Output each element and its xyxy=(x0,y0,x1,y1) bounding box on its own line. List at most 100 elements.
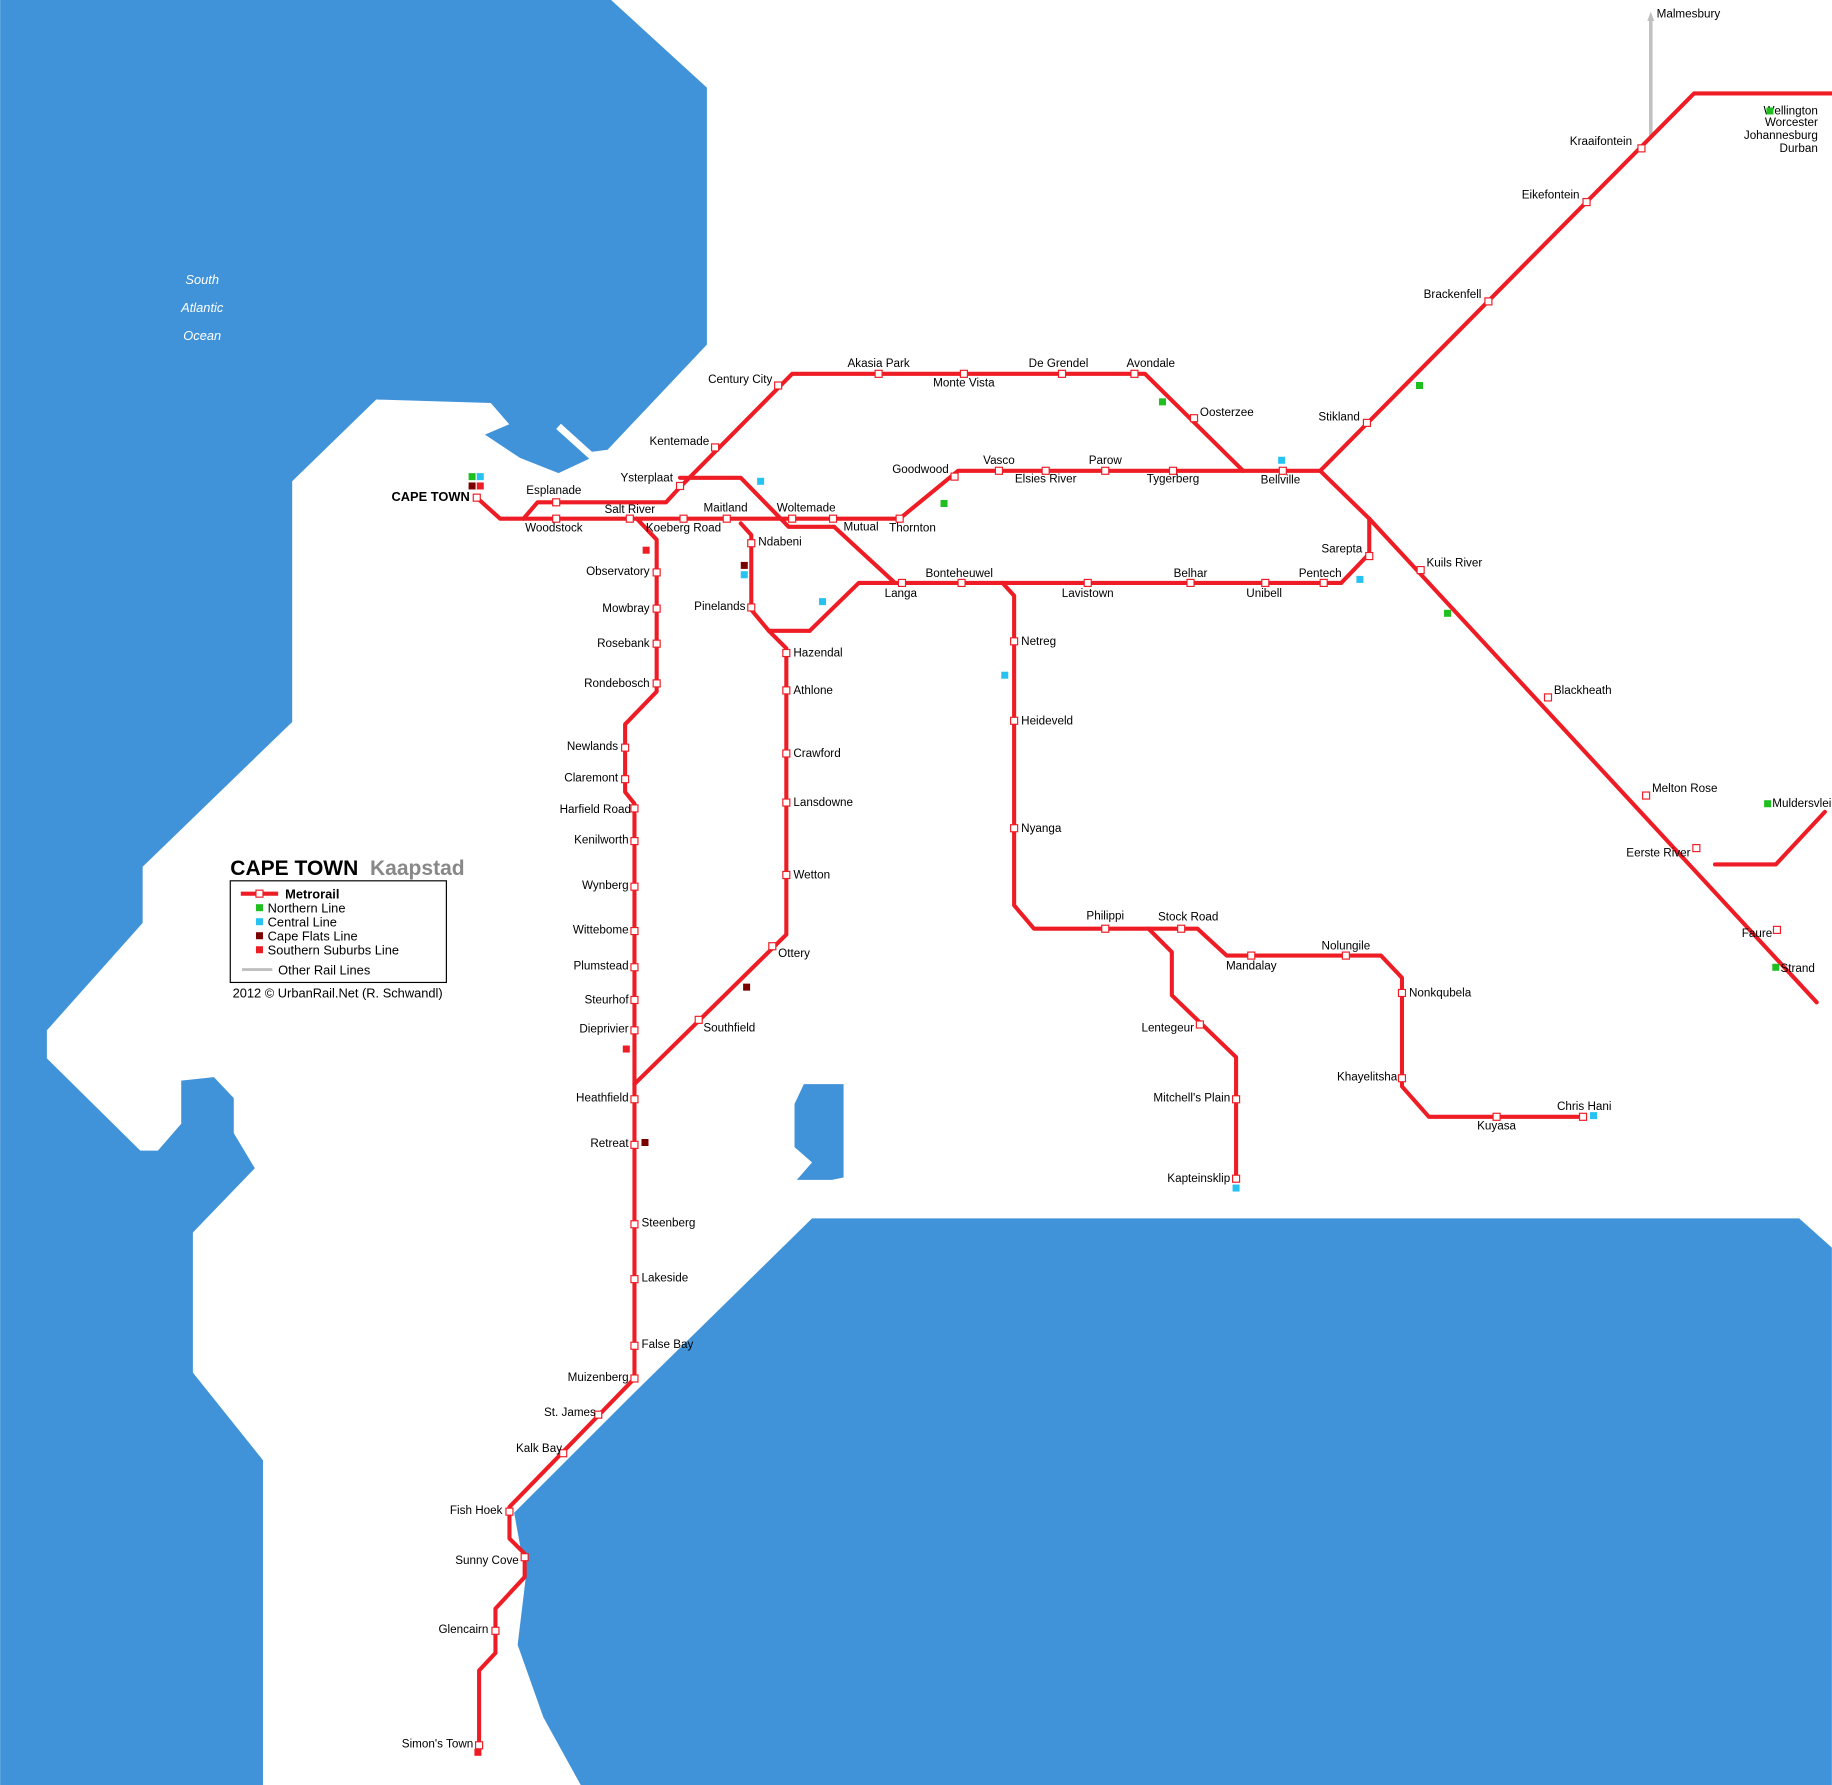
station-marker-kuyasa[interactable] xyxy=(1492,1112,1501,1121)
station-marker-retreat[interactable] xyxy=(630,1140,639,1149)
station-marker-chris-hani[interactable] xyxy=(1578,1112,1588,1121)
table-bay-harbour xyxy=(484,414,596,474)
station-marker-belhar[interactable] xyxy=(1186,578,1195,588)
station-marker-athlone[interactable] xyxy=(782,686,791,695)
station-marker-akasia-park[interactable] xyxy=(874,369,883,378)
station-marker-dieprivier[interactable] xyxy=(630,1026,639,1035)
station-marker-harfield-road[interactable] xyxy=(630,804,639,813)
station-marker-heideveld[interactable] xyxy=(1010,716,1019,725)
station-marker-cape-town[interactable] xyxy=(472,493,481,502)
station-marker-heathfield[interactable] xyxy=(630,1095,639,1104)
station-marker-wittebome[interactable] xyxy=(630,926,639,936)
station-marker-steurhof[interactable] xyxy=(630,995,639,1005)
legend-central-label: Central Line xyxy=(268,914,337,929)
station-marker-false-bay[interactable] xyxy=(630,1341,639,1350)
station-marker-century-city[interactable] xyxy=(774,381,783,390)
title-sub: Kaapstad xyxy=(370,857,465,880)
station-marker-nolungile[interactable] xyxy=(1341,951,1350,960)
station-marker-nyanga[interactable] xyxy=(1010,824,1019,833)
indicator-northern-2 xyxy=(1415,381,1423,390)
station-marker-kalk-bay[interactable] xyxy=(559,1449,568,1458)
station-marker-rondebosch[interactable] xyxy=(652,679,661,688)
station-marker-lansdowne[interactable] xyxy=(782,798,791,807)
station-marker-bellville[interactable] xyxy=(1278,466,1287,475)
station-marker-stikland[interactable] xyxy=(1362,418,1372,427)
destination-label-durban: Durban xyxy=(1780,142,1818,155)
station-marker-hazendal[interactable] xyxy=(782,648,791,658)
station-marker-kraaifontein[interactable] xyxy=(1637,144,1646,153)
station-marker-fish-hoek[interactable] xyxy=(505,1507,514,1516)
station-marker-esplanade[interactable] xyxy=(552,498,561,507)
station-marker-tygerberg[interactable] xyxy=(1168,466,1178,475)
station-marker-kapteinsklip[interactable] xyxy=(1231,1174,1241,1183)
station-marker-woodstock[interactable] xyxy=(552,514,561,523)
station-marker-glencairn[interactable] xyxy=(491,1626,500,1635)
station-marker-blackheath[interactable] xyxy=(1543,693,1553,702)
station-marker-ysterplaat[interactable] xyxy=(675,481,685,491)
station-marker-pinelands[interactable] xyxy=(747,603,756,612)
station-marker-goodwood[interactable] xyxy=(950,472,959,481)
station-marker-southfield[interactable] xyxy=(694,1015,703,1024)
station-marker-kenilworth[interactable] xyxy=(630,837,639,846)
station-marker-langa[interactable] xyxy=(897,578,907,588)
station-marker-nonkqubela[interactable] xyxy=(1397,988,1407,998)
station-marker-de-grendel[interactable] xyxy=(1057,369,1067,378)
station-marker-crawford[interactable] xyxy=(782,749,791,758)
station-marker-koeberg-road[interactable] xyxy=(679,514,688,523)
station-marker-steenberg[interactable] xyxy=(630,1220,639,1229)
station-marker-elsies-river[interactable] xyxy=(1041,466,1050,475)
station-marker-lakeside[interactable] xyxy=(630,1275,639,1284)
station-marker-thornton[interactable] xyxy=(895,514,904,523)
station-label-avondale: Avondale xyxy=(1127,357,1175,370)
station-marker-eerste-river[interactable] xyxy=(1692,844,1701,853)
station-marker-unibell[interactable] xyxy=(1261,578,1270,588)
station-marker-salt-river[interactable] xyxy=(625,514,634,523)
station-marker-vasco[interactable] xyxy=(994,466,1004,475)
station-marker-st-james[interactable] xyxy=(594,1410,603,1419)
destination-label-worcester: Worcester xyxy=(1765,116,1818,129)
station-marker-simons-town[interactable] xyxy=(475,1741,484,1750)
station-marker-claremont[interactable] xyxy=(621,775,630,784)
station-marker-avondale[interactable] xyxy=(1130,369,1139,378)
station-marker-lentegeur[interactable] xyxy=(1195,1020,1204,1029)
station-marker-sunny-cove[interactable] xyxy=(520,1553,529,1562)
station-marker-sarepta[interactable] xyxy=(1365,551,1374,561)
station-marker-faure[interactable] xyxy=(1772,925,1782,934)
station-marker-observatory[interactable] xyxy=(652,568,661,577)
station-marker-oosterzee[interactable] xyxy=(1189,414,1199,423)
station-marker-maitland[interactable] xyxy=(722,514,731,523)
station-marker-melton-rose[interactable] xyxy=(1642,791,1651,800)
station-marker-stock-road[interactable] xyxy=(1177,924,1186,933)
station-marker-philippi[interactable] xyxy=(1101,924,1110,933)
station-marker-kuils-river[interactable] xyxy=(1416,565,1425,575)
station-marker-eikefontein[interactable] xyxy=(1582,198,1591,207)
station-marker-plumstead[interactable] xyxy=(630,963,639,972)
station-marker-netreg[interactable] xyxy=(1010,637,1019,646)
station-marker-woltemade[interactable] xyxy=(788,514,797,523)
station-marker-khayelitsha[interactable] xyxy=(1397,1074,1407,1083)
station-marker-mowbray[interactable] xyxy=(652,604,661,613)
indicator-cape-flats-3 xyxy=(641,1138,649,1146)
station-marker-wynberg[interactable] xyxy=(630,882,639,891)
station-marker-mutual[interactable] xyxy=(828,514,838,523)
station-marker-brackenfell[interactable] xyxy=(1484,297,1493,306)
station-marker-parow[interactable] xyxy=(1101,466,1110,475)
indicator-central-1 xyxy=(757,477,765,485)
station-marker-newlands[interactable] xyxy=(621,743,630,752)
station-marker-kentemade[interactable] xyxy=(710,443,720,452)
station-marker-pentech[interactable] xyxy=(1319,578,1328,588)
indicator-central-2 xyxy=(1278,456,1286,464)
station-marker-mitchells-plain[interactable] xyxy=(1231,1095,1241,1104)
station-marker-ndabeni[interactable] xyxy=(747,539,756,548)
station-marker-mandalay[interactable] xyxy=(1247,951,1256,960)
station-marker-muizenberg[interactable] xyxy=(630,1374,639,1383)
station-marker-rosebank[interactable] xyxy=(652,639,661,648)
station-marker-wetton[interactable] xyxy=(782,870,791,880)
indicator-central-3 xyxy=(740,571,748,579)
station-marker-monte-vista[interactable] xyxy=(959,369,968,378)
indicator-southern-1 xyxy=(642,546,650,554)
station-marker-lavistown[interactable] xyxy=(1083,578,1092,588)
station-marker-bonteheuwel[interactable] xyxy=(957,578,966,588)
station-marker-ottery[interactable] xyxy=(768,942,777,951)
station-label-kalk-bay: Kalk Bay xyxy=(516,1442,562,1455)
